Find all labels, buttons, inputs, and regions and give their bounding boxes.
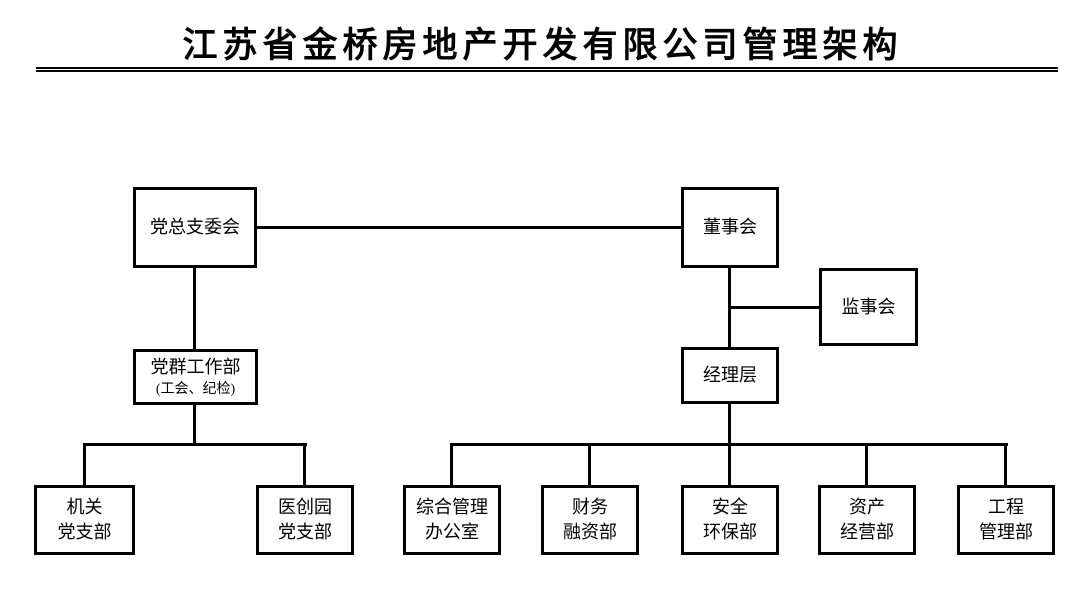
node-label-line2: 环保部 bbox=[703, 522, 757, 542]
node-supervisory: 监事会 bbox=[819, 268, 918, 346]
connector-managers-children bbox=[450, 443, 1008, 446]
node-label-line1: 工程 bbox=[988, 497, 1024, 517]
node-label: 经理层 bbox=[703, 365, 757, 385]
node-label-line1: 综合管理 bbox=[416, 497, 488, 517]
node-managers: 经理层 bbox=[681, 347, 779, 404]
node-label-line2: 办公室 bbox=[425, 522, 479, 542]
node-label: 党总支委会 bbox=[150, 217, 240, 237]
connector-drop-office-branch bbox=[83, 443, 86, 487]
node-label-line2: 管理部 bbox=[979, 522, 1033, 542]
connector-board-supervisory bbox=[730, 306, 820, 309]
node-finance-dept: 财务 融资部 bbox=[541, 485, 639, 555]
node-label-line1: 资产 bbox=[849, 497, 885, 517]
connector-partywork-children bbox=[83, 443, 307, 446]
node-safety-dept: 安全 环保部 bbox=[681, 485, 779, 555]
node-party-committee: 党总支委会 bbox=[133, 187, 257, 268]
node-party-work-dept: 党群工作部 (工会、纪检) bbox=[133, 349, 258, 405]
node-label-line1: 机关 bbox=[66, 497, 103, 517]
node-label: 董事会 bbox=[703, 217, 757, 237]
node-label-line2: 党支部 bbox=[278, 522, 332, 542]
node-label: 监事会 bbox=[841, 296, 896, 317]
node-board: 董事会 bbox=[681, 187, 779, 268]
connector-party-partywork bbox=[193, 266, 196, 351]
node-label: 党群工作部 bbox=[150, 357, 241, 377]
connector-drop-yichuang-branch bbox=[303, 443, 306, 487]
node-label-line1: 医创园 bbox=[278, 497, 332, 517]
connector-partywork-stem bbox=[193, 402, 196, 446]
node-sublabel: (工会、纪检) bbox=[155, 382, 236, 397]
node-yichuang-branch: 医创园 党支部 bbox=[256, 485, 354, 555]
connector-party-board bbox=[257, 226, 681, 229]
connector-board-managers bbox=[728, 266, 731, 349]
node-engineering-dept: 工程 管理部 bbox=[957, 485, 1055, 555]
connector-drop-finance bbox=[588, 443, 591, 487]
connector-drop-admin-office bbox=[450, 443, 453, 487]
node-office-branch: 机关 党支部 bbox=[34, 485, 135, 555]
node-admin-office: 综合管理 办公室 bbox=[403, 485, 501, 555]
title-rule bbox=[36, 67, 1058, 72]
page-title: 江苏省金桥房地产开发有限公司管理架构 bbox=[182, 26, 903, 65]
node-label-line2: 党支部 bbox=[57, 522, 112, 542]
node-label-line2: 融资部 bbox=[563, 522, 617, 542]
node-label-line2: 经营部 bbox=[840, 522, 894, 542]
node-asset-dept: 资产 经营部 bbox=[818, 485, 916, 555]
connector-drop-asset bbox=[865, 443, 868, 487]
connector-drop-engineering bbox=[1004, 443, 1007, 487]
node-label-line1: 财务 bbox=[572, 497, 608, 517]
node-label-line1: 安全 bbox=[712, 497, 748, 517]
